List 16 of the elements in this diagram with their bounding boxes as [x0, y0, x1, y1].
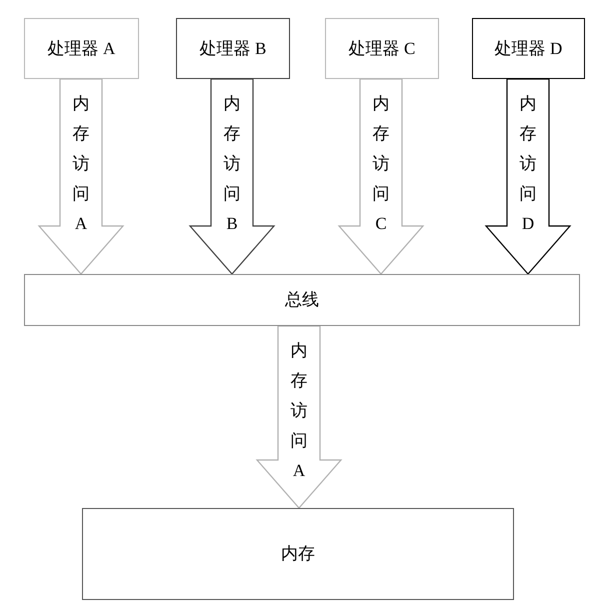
processor-box: 处理器 B [176, 18, 290, 79]
processor-box: 处理器 A [24, 18, 139, 79]
processor-box: 处理器 C [325, 18, 439, 79]
block-arrow [484, 78, 572, 275]
edge-label: 内存访问A [72, 93, 90, 235]
edge-label: 内存访问D [520, 93, 536, 235]
edge-label: 内存访问B [224, 93, 240, 235]
memory-box: 内存 [82, 508, 514, 600]
block-arrow [188, 78, 276, 275]
processor-box: 处理器 D [472, 18, 585, 79]
block-arrow [256, 325, 342, 509]
block-arrow [38, 78, 124, 275]
edge-label: 内存访问A [290, 340, 308, 482]
block-arrow [338, 78, 424, 275]
bus-box: 总线 [24, 274, 580, 326]
edge-label: 内存访问C [372, 93, 390, 235]
